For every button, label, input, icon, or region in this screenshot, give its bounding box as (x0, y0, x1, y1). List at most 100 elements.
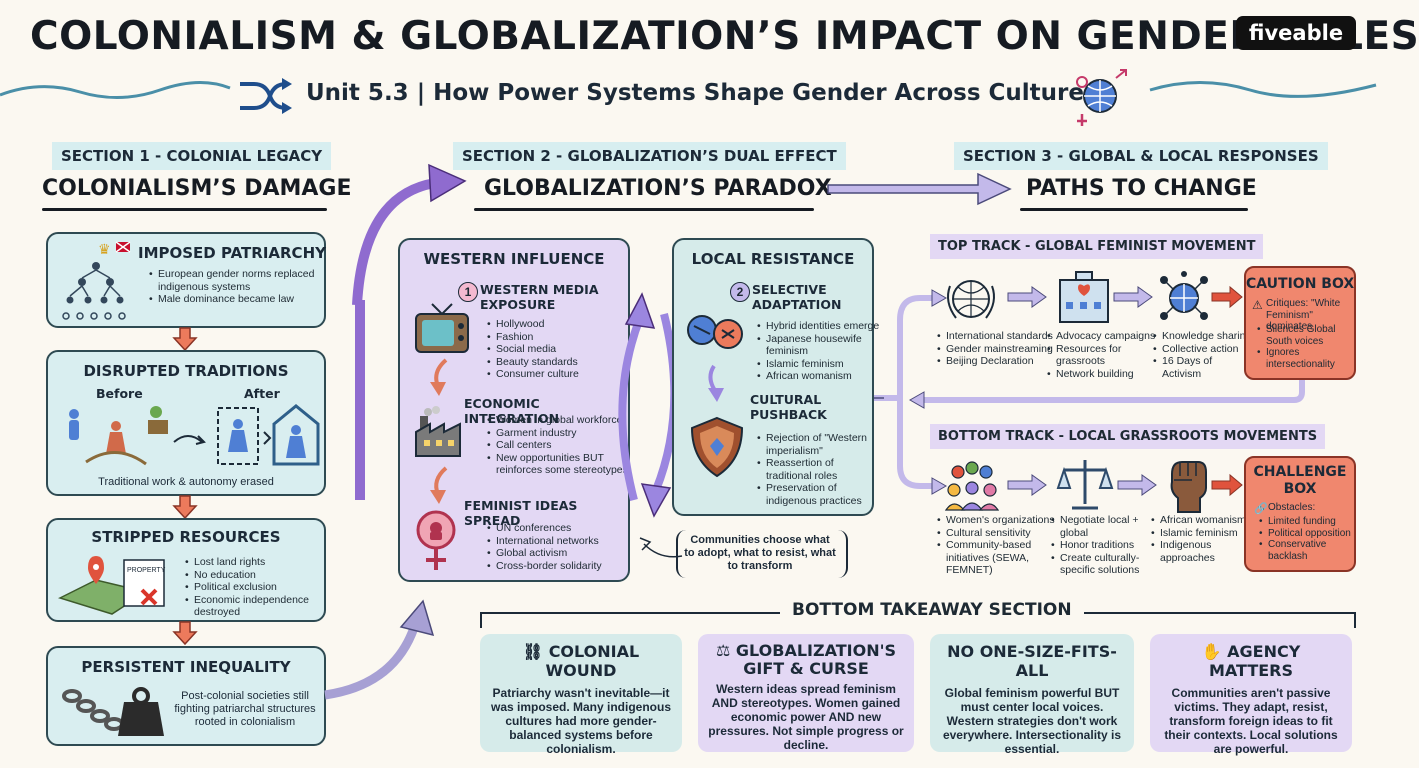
track-connectors (874, 289, 1305, 495)
number-badge: 2 (730, 282, 750, 302)
bullet: Beauty standards (487, 356, 636, 369)
box-title: WESTERN INFLUENCE (423, 250, 605, 268)
bullet: African womanism (1151, 514, 1250, 527)
bullet: Call centers (487, 439, 636, 452)
bullet: International standards (937, 330, 1054, 343)
before-label: Before (96, 386, 143, 401)
box-title: LOCAL RESISTANCE (691, 250, 855, 268)
bullet: Consumer culture (487, 368, 636, 381)
curved-arrows (324, 163, 467, 700)
community-icon (944, 461, 1000, 511)
box-title: STRIPPED RESOURCES (91, 528, 281, 546)
bullet: Limited funding (1259, 516, 1362, 528)
takeaway-rule-right (1354, 612, 1356, 628)
note-bracket (676, 530, 848, 578)
bullet: Japanese housewife feminism (757, 333, 880, 358)
takeaway-card-globalization: ⚖ GLOBALIZATION'S GIFT & CURSE Western i… (698, 634, 914, 752)
section1-heading: COLONIALISM’S DAMAGE (42, 176, 352, 201)
bullet: Economic independence destroyed (185, 594, 330, 619)
card-title: ✋ AGENCY MATTERS (1201, 642, 1301, 680)
bullet: Political exclusion (185, 581, 330, 594)
bottom-track-label: BOTTOM TRACK - LOCAL GRASSROOTS MOVEMENT… (930, 424, 1326, 449)
bullet: Cultural sensitivity (937, 527, 1056, 540)
bullet: African womanism (757, 370, 880, 383)
bullet: European gender norms replaced indigenou… (149, 268, 330, 293)
card-body: Communities aren't passive victims. They… (1164, 686, 1338, 756)
bullet: Social media (487, 343, 636, 356)
imposed-patriarchy-box: ♛ IMPOSED PATRIARCHY European gender nor… (46, 232, 326, 328)
bullet: International networks (487, 535, 636, 548)
after-label: After (244, 386, 280, 401)
caution-box: CAUTION BOX ⚠ Critiques: "White Feminism… (1244, 266, 1356, 380)
tv-icon (415, 303, 469, 353)
bullet: Women's organizations (937, 514, 1056, 527)
bullet: Advocacy campaigns (1047, 330, 1160, 343)
card-body: Western ideas spread feminism AND stereo… (708, 682, 904, 752)
box-title: IMPOSED PATRIARCHY (138, 244, 326, 262)
bullet: Hybrid identities emerge (757, 320, 880, 333)
header-wave-decoration (0, 80, 1377, 99)
hierarchy-crown-icon: ♛ (62, 241, 131, 320)
curved-arrow-shaft (355, 300, 365, 500)
warning-icon: ⚠ (1252, 298, 1263, 312)
down-arrow (172, 621, 198, 646)
section2-heading-underline (474, 208, 814, 211)
takeaway-rule-left (480, 612, 482, 628)
disrupted-traditions-box: DISRUPTED TRADITIONS Before After Tradit… (46, 350, 326, 496)
bullet: No education (185, 569, 330, 582)
western-influence-box: WESTERN INFLUENCE 1 WESTERN MEDIA EXPOSU… (398, 238, 630, 582)
box-title: PERSISTENT INEQUALITY (81, 658, 291, 676)
section3-heading: PATHS TO CHANGE (1026, 176, 1257, 201)
right-arrow (1211, 473, 1243, 497)
item-title: CULTURAL PUSHBACK (750, 392, 827, 422)
bullet: Honor traditions (1051, 539, 1156, 552)
bullet: Community-based initiatives (SEWA, FEMNE… (937, 539, 1056, 577)
bullet: Male dominance became law (149, 293, 330, 306)
bullet: Political opposition (1259, 528, 1362, 540)
right-arrow (827, 172, 1012, 206)
factory-icon (415, 406, 461, 457)
bullet: Negotiate local + global (1051, 514, 1156, 539)
box-text: Post-colonial societies still fighting p… (174, 690, 316, 728)
bullet: Islamic feminism (757, 358, 880, 371)
number-badge: 1 (458, 282, 478, 302)
takeaway-label: BOTTOM TAKEAWAY SECTION (780, 600, 1084, 620)
bullet: Gender mainstreaming (937, 343, 1054, 356)
svg-text:♛: ♛ (98, 241, 111, 257)
right-arrow (1117, 474, 1157, 496)
bullet: Global activism (487, 547, 636, 560)
top-track-label: TOP TRACK - GLOBAL FEMINIST MOVEMENT (930, 234, 1264, 259)
bullet: Preservation of indigenous practices (757, 482, 880, 507)
page-title: COLONIALISM & GLOBALIZATION’S IMPACT ON … (30, 14, 1419, 59)
bullet: Resources for grassroots (1047, 343, 1160, 368)
card-title: NO ONE-SIZE-FITS-ALL (947, 642, 1117, 680)
right-arrow (1007, 286, 1047, 308)
bullet: Garment industry (487, 427, 636, 440)
section2-heading: GLOBALIZATION’S PARADOX (484, 176, 832, 201)
challenge-lead: Obstacles: (1268, 502, 1316, 513)
bullet: Islamic feminism (1151, 527, 1250, 540)
takeaway-card-no-one-size: NO ONE-SIZE-FITS-ALL Global feminism pow… (930, 634, 1134, 756)
takeaway-card-agency: ✋ AGENCY MATTERS Communities aren't pass… (1150, 634, 1352, 756)
card-body: Patriarchy wasn't inevitable—it was impo… (490, 686, 672, 756)
bullet: Create culturally-specific solutions (1051, 552, 1156, 577)
down-arrow (172, 495, 198, 520)
raised-hand-icon: ✋ (1201, 642, 1228, 661)
raised-fist-icon (1170, 461, 1207, 513)
bullet: Rejection of "Western imperialism" (757, 432, 880, 457)
before-after-illustration (69, 404, 320, 466)
network-globe-icon (1160, 271, 1208, 320)
shield-icon (690, 416, 744, 478)
bullet: Collective action (1153, 343, 1252, 356)
scales-icon: ⚖ (715, 641, 736, 660)
item-title: WESTERN MEDIA EXPOSURE (480, 282, 599, 312)
chain-weight-icon (62, 687, 164, 736)
challenge-box: CHALLENGE BOX 🔗 Obstacles: Limited fundi… (1244, 456, 1356, 572)
section3-heading-underline (1020, 208, 1248, 211)
communities-note: Communities choose what to adopt, what t… (684, 534, 836, 572)
section3-label: SECTION 3 - GLOBAL & LOCAL RESPONSES (954, 142, 1328, 170)
bullet: Fashion (487, 331, 636, 344)
box-title: CHALLENGE BOX (1253, 464, 1347, 497)
persistent-inequality-box: PERSISTENT INEQUALITY Post-colonial soci… (46, 646, 326, 746)
fiveable-logo: fiveable (1236, 16, 1356, 50)
